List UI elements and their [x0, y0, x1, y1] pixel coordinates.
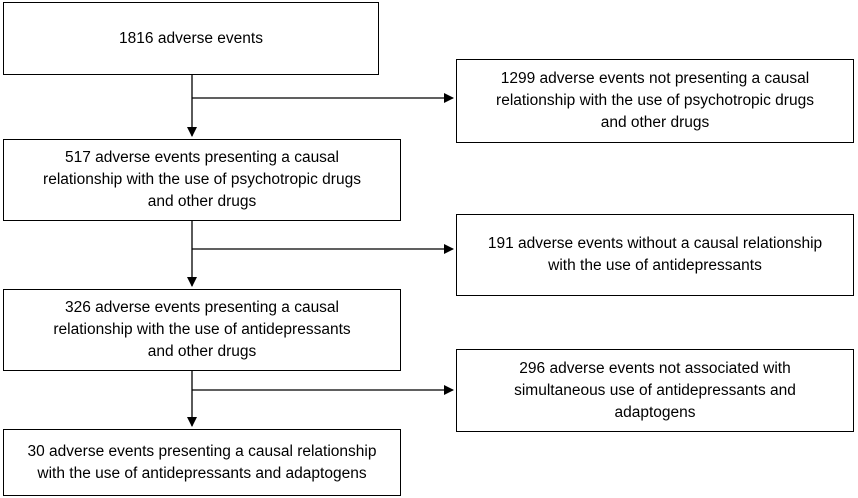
box-excluded-psychotropic-text: 1299 adverse events not presenting a cau…	[496, 70, 814, 131]
box-psychotropic-events: 517 adverse events presenting a causal r…	[3, 139, 401, 221]
box-antidepressant-events-text: 326 adverse events presenting a causal r…	[53, 299, 351, 360]
box-excluded-adaptogens-text: 296 adverse events not associated with s…	[514, 359, 796, 421]
box-excluded-adaptogens: 296 adverse events not associated with s…	[456, 349, 854, 432]
box-total-events: 1816 adverse events	[3, 2, 379, 75]
box-excluded-psychotropic: 1299 adverse events not presenting a cau…	[456, 59, 854, 143]
box-final-events: 30 adverse events presenting a causal re…	[3, 429, 401, 496]
box-psychotropic-events-text: 517 adverse events presenting a causal r…	[43, 149, 361, 210]
box-excluded-antidepressants-text: 191 adverse events without a causal rela…	[487, 235, 823, 274]
box-antidepressant-events: 326 adverse events presenting a causal r…	[3, 289, 401, 371]
box-final-events-text: 30 adverse events presenting a causal re…	[27, 442, 377, 482]
box-total-events-text: 1816 adverse events	[119, 29, 263, 47]
box-excluded-antidepressants: 191 adverse events without a causal rela…	[456, 214, 854, 296]
